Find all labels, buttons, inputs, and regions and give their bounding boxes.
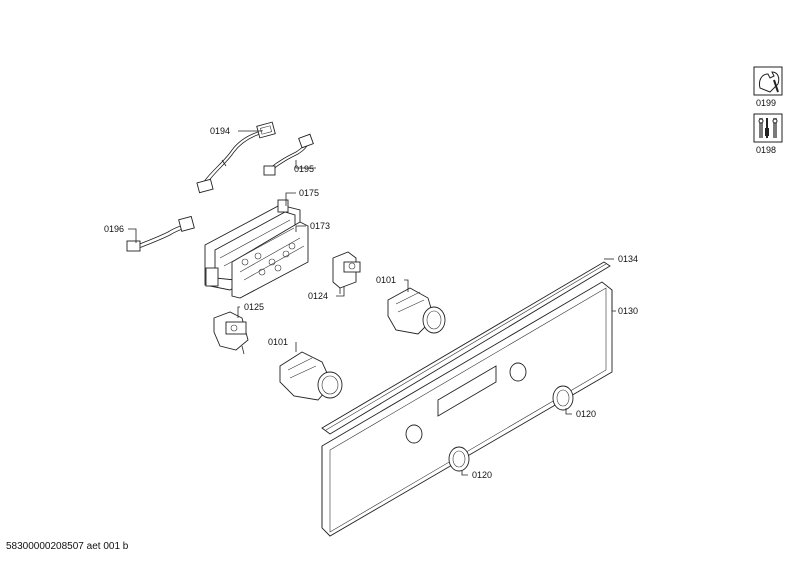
switch-0124 — [332, 251, 361, 294]
label-0194: 0194 — [210, 126, 230, 136]
tools-icon — [758, 118, 778, 138]
label-0120-bottom: 0120 — [472, 470, 492, 480]
label-0195: 0195 — [294, 164, 314, 174]
label-0175: 0175 — [299, 188, 319, 198]
wire-harness-0195 — [263, 133, 314, 176]
tools-icon-box[interactable]: 0198 — [753, 113, 783, 155]
wrench-icon — [759, 71, 780, 93]
knob-assembly-0101-upper — [387, 287, 446, 335]
label-0101-upper: 0101 — [376, 275, 396, 285]
label-0199: 0199 — [756, 98, 776, 108]
label-0124: 0124 — [308, 291, 328, 301]
label-0101-lower: 0101 — [268, 337, 288, 347]
wire-harness-0196 — [126, 215, 195, 252]
label-0130: 0130 — [618, 306, 638, 316]
ring-0120-bottom — [448, 446, 470, 472]
document-id: 58300000208507 aet 001 b — [6, 541, 129, 552]
label-0120-right: 0120 — [576, 409, 596, 419]
leader-lines — [128, 130, 616, 476]
control-module-0175 — [204, 199, 309, 299]
label-0196: 0196 — [104, 224, 124, 234]
wire-harness-0194 — [196, 121, 276, 194]
trim-strip-0134 — [321, 261, 611, 435]
label-0198: 0198 — [756, 145, 776, 155]
control-panel-0130 — [321, 281, 613, 537]
label-0173: 0173 — [310, 221, 330, 231]
ring-0120-right — [552, 385, 574, 411]
label-0125: 0125 — [244, 302, 264, 312]
label-0134: 0134 — [618, 254, 638, 264]
service-icon-box[interactable]: 0199 — [753, 66, 783, 108]
switch-0125 — [213, 311, 249, 355]
knob-assembly-0101-lower — [279, 351, 343, 401]
part-labels: 0194 0195 0196 0175 0173 0124 0125 0101 … — [104, 126, 638, 480]
